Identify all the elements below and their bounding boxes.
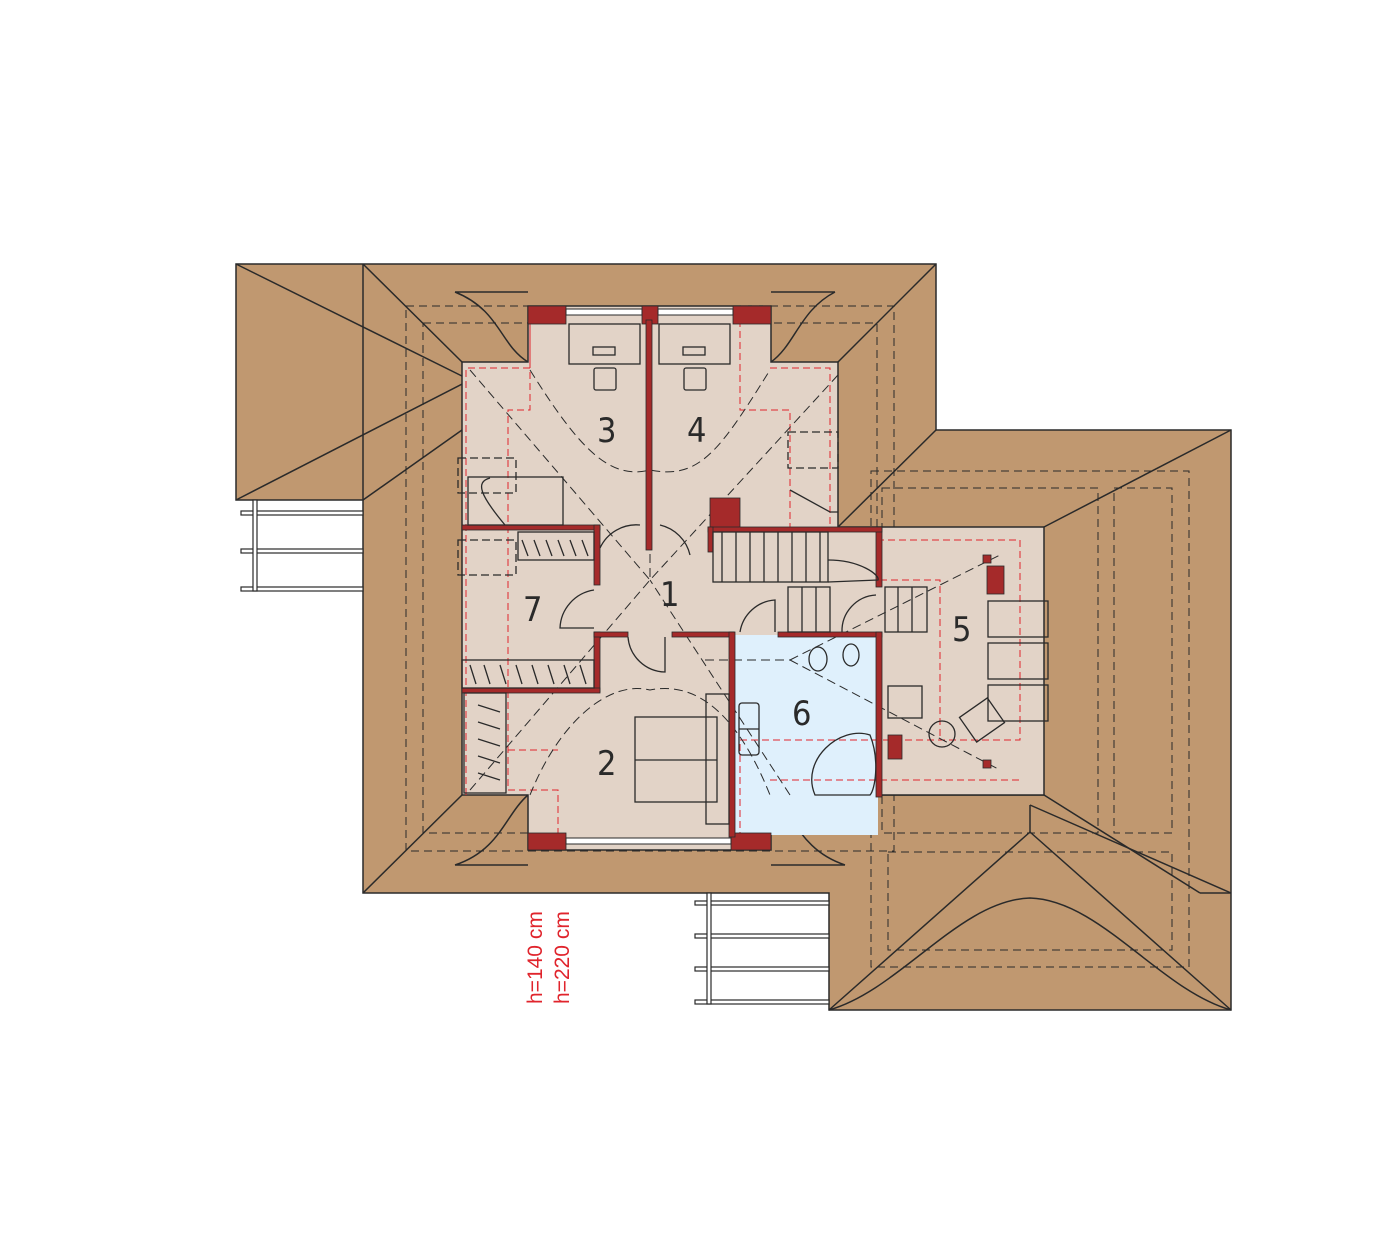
room-number-2: 2 [597,744,616,784]
room-number-6: 6 [792,694,811,734]
height-label-140: h=140 cm [524,911,547,1004]
balcony-railing [240,499,830,1005]
floor-area [461,305,1045,851]
room-number-4: 4 [687,411,706,451]
height-lines [465,305,1021,850]
furniture [457,323,1049,825]
bathroom-floor [735,635,878,835]
room-number-1: 1 [660,575,679,615]
room-number-3: 3 [597,411,616,451]
height-label-220: h=220 cm [551,911,574,1004]
windows [565,308,734,845]
room-number-7: 7 [523,590,542,630]
ridge-projections [469,369,1001,796]
walls[interactable] [461,305,1005,851]
room-number-5: 5 [952,610,971,650]
